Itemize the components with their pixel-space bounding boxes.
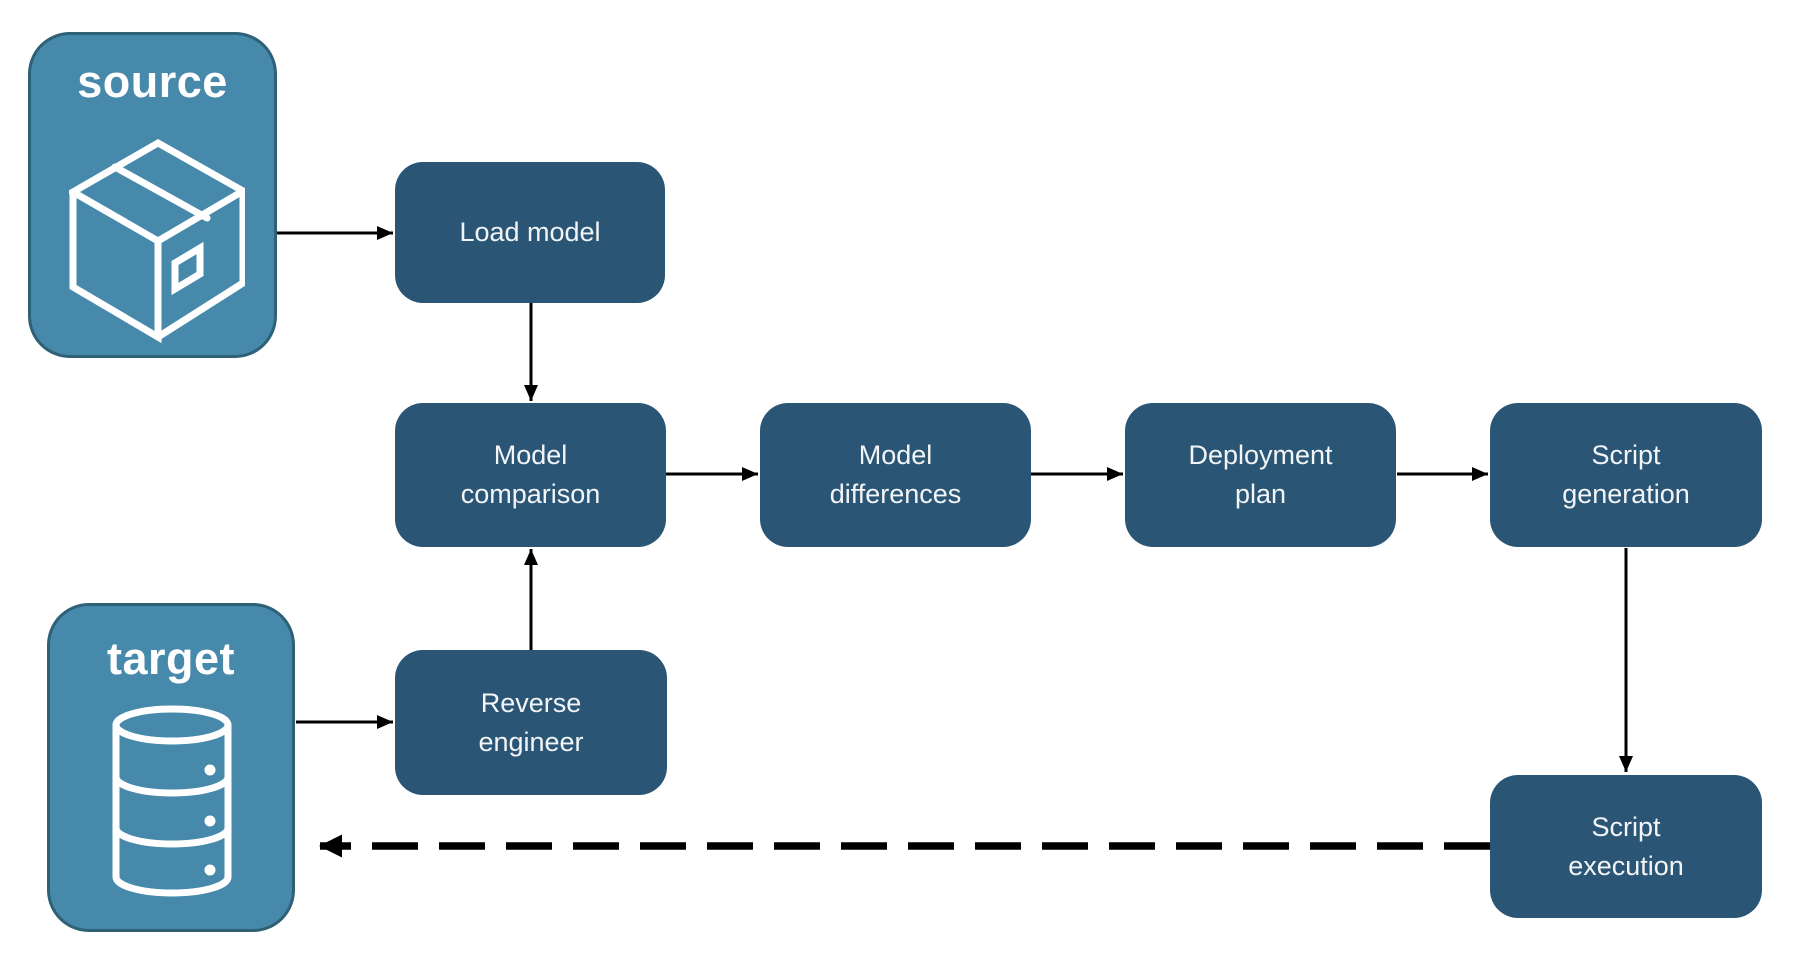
node-label-line: Model bbox=[493, 440, 568, 470]
node-script-execution: Script execution bbox=[1490, 775, 1762, 918]
node-label-line: generation bbox=[1562, 479, 1690, 509]
node-label-line: comparison bbox=[460, 479, 601, 509]
node-deployment-plan: Deployment plan bbox=[1125, 403, 1396, 547]
node-label-line: Script bbox=[1591, 440, 1661, 470]
node-model-differences: Model differences bbox=[760, 403, 1031, 547]
node-label-line: plan bbox=[1234, 479, 1287, 509]
package-icon bbox=[69, 138, 245, 343]
endpoint-target: target bbox=[47, 603, 295, 932]
node-reverse-engineer: Reverse engineer bbox=[395, 650, 667, 795]
target-label: target bbox=[106, 633, 236, 684]
node-label-line: execution bbox=[1568, 850, 1684, 881]
node-label-line: Model bbox=[858, 440, 933, 470]
node-label-line: engineer bbox=[478, 726, 584, 757]
node-label-line: Script bbox=[1591, 811, 1661, 842]
node-script-generation: Script generation bbox=[1490, 403, 1762, 547]
database-icon bbox=[112, 705, 232, 897]
node-model-comparison: Model comparison bbox=[395, 403, 666, 547]
node-label-line: Deployment bbox=[1188, 440, 1333, 470]
node-load-model: Load model bbox=[395, 162, 665, 303]
source-label: source bbox=[77, 56, 228, 107]
endpoint-source: source bbox=[28, 32, 277, 358]
node-label-line: differences bbox=[829, 479, 962, 509]
node-label-line: Reverse bbox=[480, 687, 582, 718]
node-label: Load model bbox=[459, 217, 601, 247]
